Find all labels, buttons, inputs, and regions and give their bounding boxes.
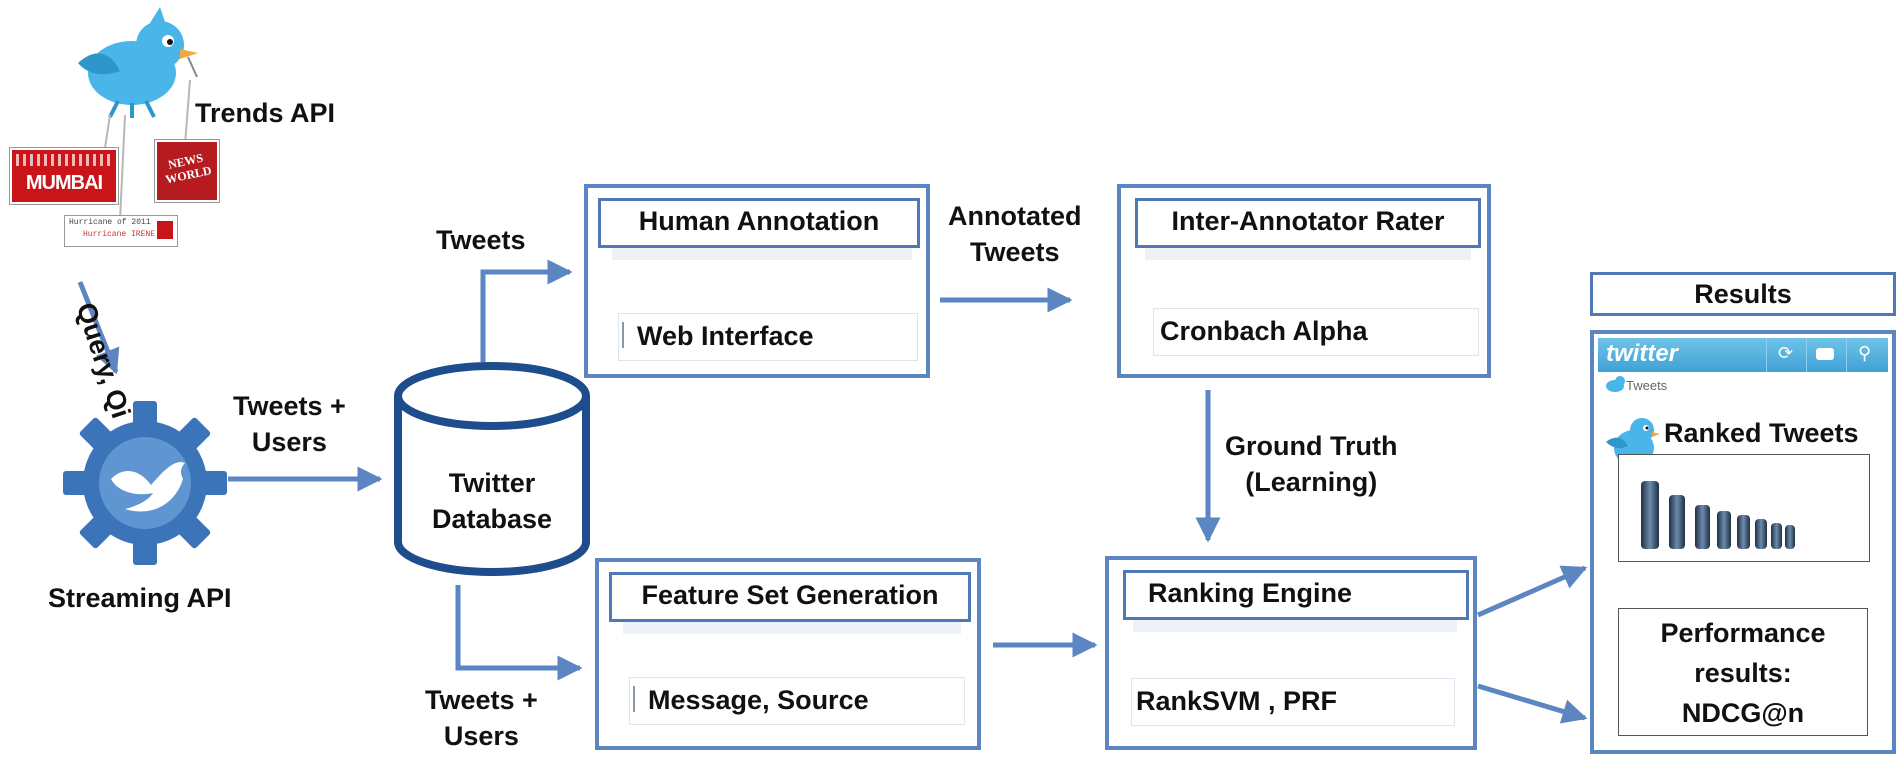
cronbach-alpha-field: Cronbach Alpha [1153,308,1479,356]
ranked-tweets-label: Ranked Tweets [1664,418,1859,448]
cronbach-alpha-text: Cronbach Alpha [1160,316,1368,346]
twitter-logo: twitter [1606,340,1678,367]
tweets-users-label-1: Tweets + Users [233,388,346,461]
ground-truth-label: Ground Truth (Learning) [1225,428,1397,501]
twitter-app-header: twitter ⟳ ⚲ [1598,338,1888,372]
web-interface-text: Web Interface [637,321,814,351]
ranking-engine-title: Ranking Engine [1123,570,1469,620]
web-interface-field: Web Interface [618,313,918,361]
twitter-database-cylinder [394,362,590,576]
streaming-api-gear-icon [63,401,227,565]
arrow-query [77,281,120,375]
performance-results-box: Performance results: NDCG@n [1618,608,1868,736]
twitter-bird-icon [78,7,198,118]
news-thumbnail: NEWS WORLD [155,140,219,202]
refresh-icon: ⟳ [1778,343,1794,363]
arrow-ranking-ranked [1476,565,1588,618]
message-source-field: Message, Source [629,677,965,725]
arrow-db-human [480,259,573,362]
message-source-text: Message, Source [648,685,869,715]
performance-line3: NDCG@n [1681,698,1805,728]
tweets-users-label-1-line1: Tweets + [233,391,346,421]
hurricane-text-2: Hurricane IRENE [83,230,156,239]
annotated-line1: Annotated [948,201,1082,231]
arrow-db-feature [455,585,583,681]
tweets-users-label-1-line2: Users [251,427,327,458]
human-annotation-title: Human Annotation [598,198,920,248]
hurricane-text-1: Hurricane of 2011 [69,218,151,227]
results-title: Results [1590,272,1896,316]
search-icon: ⚲ [1858,343,1872,363]
performance-line1: Performance [1660,618,1826,648]
ground-truth-line1: Ground Truth [1225,431,1398,461]
news-text: NEWS WORLD [164,150,213,187]
feature-set-title: Feature Set Generation [609,572,971,622]
mumbai-thumbnail: MUMBAI [10,148,118,204]
inter-annotator-box: Inter-Annotator Rater Cronbach Alpha [1117,184,1491,378]
tweets-label: Tweets [436,225,526,255]
ranksvm-prf-text: RankSVM , PRF [1136,686,1338,716]
mumbai-text: MUMBAI [25,172,103,194]
streaming-api-label: Streaming API [48,583,232,613]
results-panel: twitter ⟳ ⚲ Tweets Ranked Tweets [1590,330,1896,754]
database-label-line2: Database [431,504,553,535]
hurricane-thumbnail: Hurricane of 2011 Hurricane IRENE [64,215,178,247]
tweets-users-label-2-line1: Tweets + [425,685,538,715]
arrow-ranking-perf [1477,683,1588,724]
database-label-line1: Twitter [448,468,536,498]
ranked-tweets-chart [1618,454,1870,562]
ground-truth-line2: (Learning) [1245,467,1378,498]
trends-api-label: Trends API [195,98,336,128]
small-bird-icon [1606,376,1625,392]
ranking-engine-box: Ranking Engine RankSVM , PRF [1105,556,1477,750]
tweets-tab: Tweets [1626,378,1668,393]
ranksvm-prf-field: RankSVM , PRF [1131,678,1455,726]
inter-annotator-title: Inter-Annotator Rater [1135,198,1481,248]
tweets-users-label-2-line2: Users [443,721,519,752]
human-annotation-box: Human Annotation Web Interface [584,184,930,378]
annotated-line2: Tweets [969,237,1060,268]
tweets-users-label-2: Tweets + Users [425,682,538,755]
feature-set-box: Feature Set Generation Message, Source [595,558,981,750]
performance-line2: results: [1694,658,1792,688]
ranked-bars-graphic [1641,481,1795,549]
message-icon [1816,348,1834,360]
